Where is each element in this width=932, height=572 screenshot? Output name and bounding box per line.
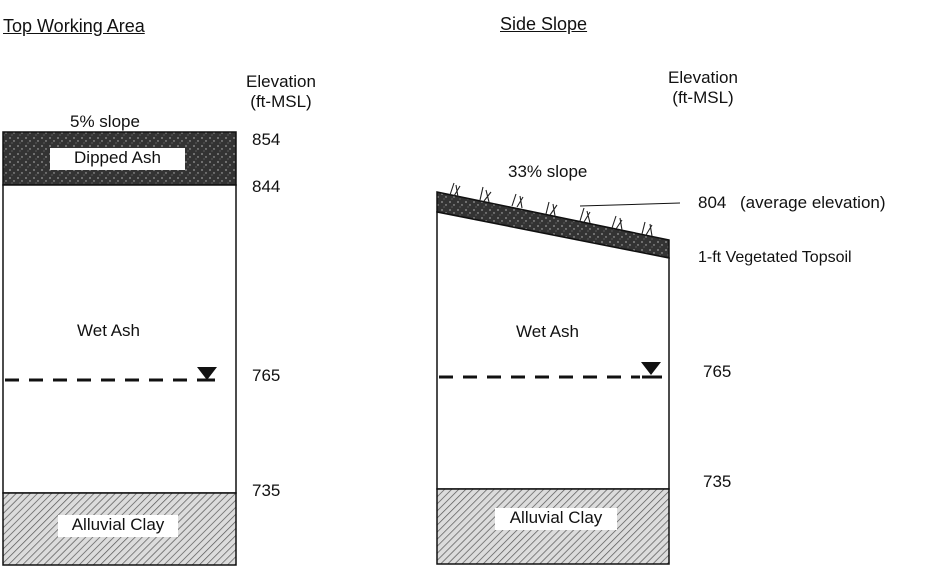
elevation-leader-line: [579, 202, 681, 207]
left-elevation-735: 735: [252, 481, 281, 500]
right-elevation-header-line1: Elevation: [668, 68, 738, 87]
left-column: [2, 131, 237, 566]
right-average-note: (average elevation): [740, 193, 886, 212]
right-elevation-header-line2: (ft-MSL): [672, 88, 734, 107]
left-cap-label: Dipped Ash: [50, 148, 185, 170]
right-column: [436, 182, 681, 565]
left-elevation-header-line2: (ft-MSL): [250, 92, 312, 111]
left-wet-ash-layer: [2, 184, 237, 494]
left-water-table-icon: [197, 367, 217, 380]
right-elevation-804: 804: [698, 193, 727, 212]
grass-icon: [449, 182, 653, 237]
right-body-label: Wet Ash: [516, 322, 579, 341]
left-elevation-header-line1: Elevation: [246, 72, 316, 91]
left-elevation-844: 844: [252, 177, 281, 196]
left-base-label: Alluvial Clay: [58, 515, 178, 537]
left-elevation-765: 765: [252, 366, 281, 385]
right-base-label: Alluvial Clay: [495, 508, 617, 530]
right-heading: Side Slope: [500, 14, 588, 34]
right-water-table-icon: [641, 362, 661, 375]
left-slope-label: 5% slope: [70, 112, 140, 131]
left-elevation-854: 854: [252, 130, 281, 149]
right-cap-label: 1-ft Vegetated Topsoil: [698, 249, 852, 266]
right-slope-label: 33% slope: [508, 162, 588, 181]
left-heading: Top Working Area: [3, 16, 145, 36]
left-body-label: Wet Ash: [77, 321, 140, 340]
right-elevation-765: 765: [703, 362, 732, 381]
right-wet-ash-layer: [436, 211, 670, 490]
right-elevation-735: 735: [703, 472, 732, 491]
